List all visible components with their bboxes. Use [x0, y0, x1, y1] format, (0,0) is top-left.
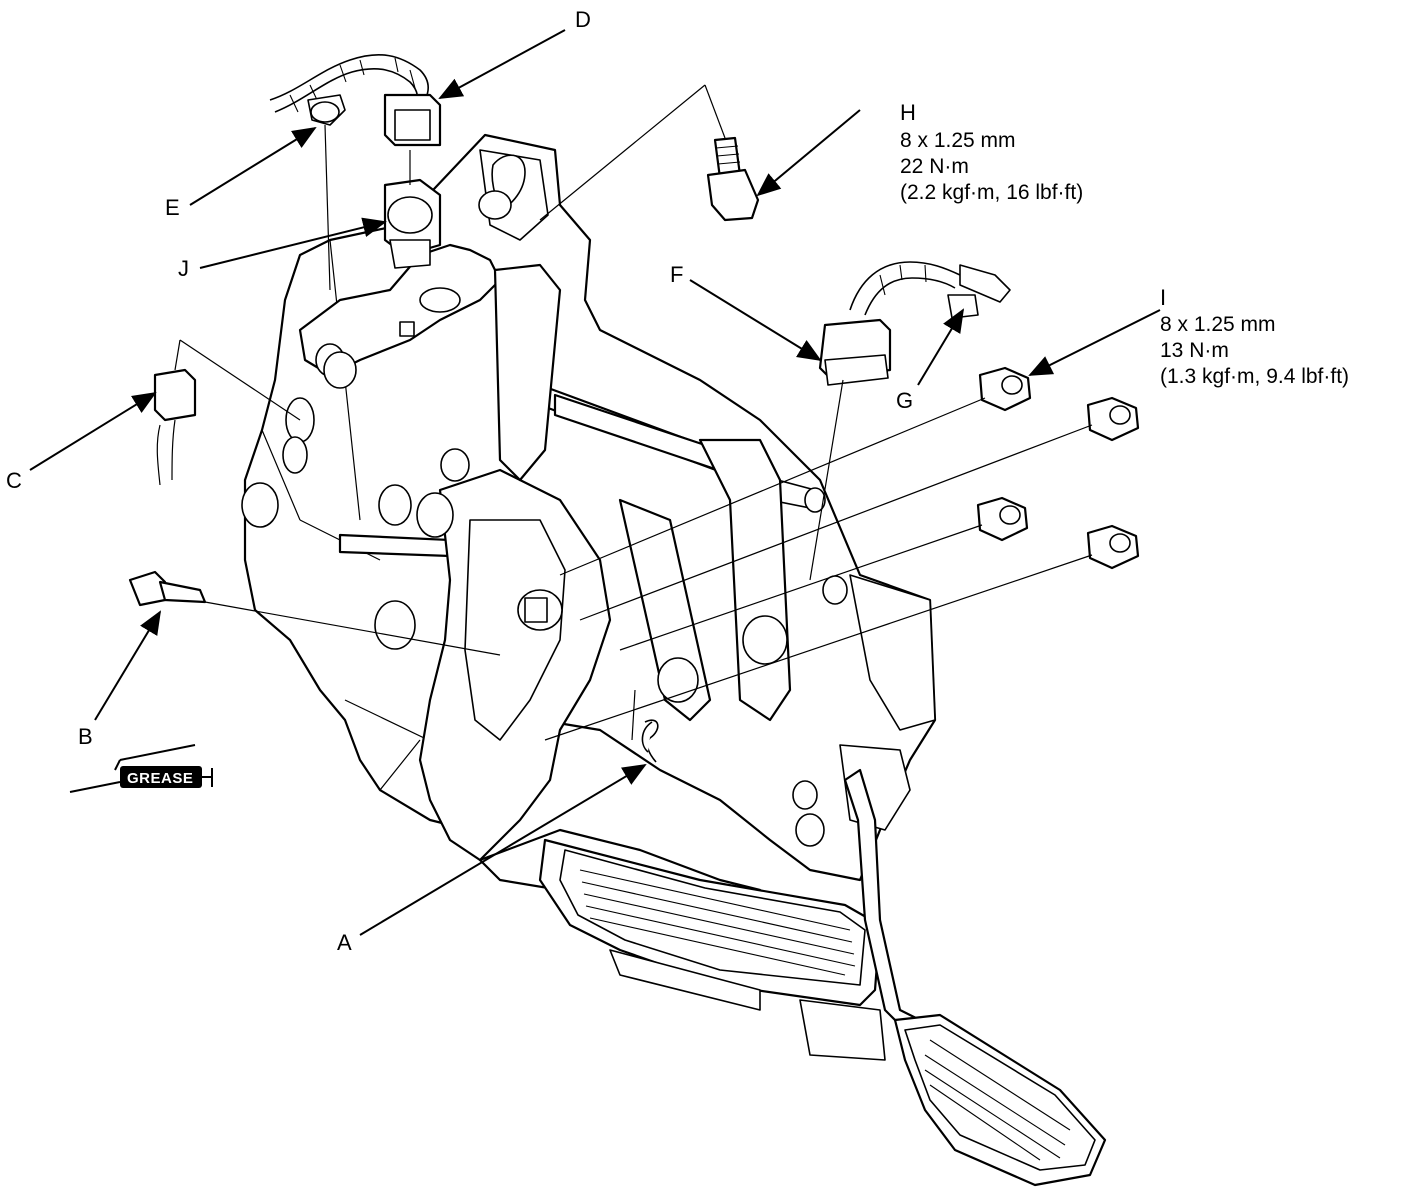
- harness-upper: [269, 54, 430, 126]
- label-F: F: [670, 262, 683, 287]
- pin-B: [128, 570, 207, 607]
- label-A: A: [337, 930, 352, 955]
- label-I: I: [1160, 285, 1166, 310]
- spec-H-size: 8 x 1.25 mm: [900, 129, 1016, 152]
- clip-A: [641, 719, 659, 763]
- connector-D: [383, 93, 442, 147]
- label-E: E: [165, 195, 180, 220]
- spec-I-torque: 13 N·m: [1160, 339, 1229, 362]
- spec-I-size: 8 x 1.25 mm: [1160, 313, 1276, 336]
- label-J: J: [178, 256, 189, 281]
- spec-I-torque-alt: (1.3 kgf·m, 9.4 lbf·ft): [1160, 365, 1349, 388]
- label-D: D: [575, 7, 591, 32]
- callout-labels: A B C D E F G J: [6, 7, 913, 955]
- connector-C: [153, 368, 197, 486]
- label-B: B: [78, 724, 93, 749]
- bolt-H: [706, 136, 760, 222]
- spec-I: I 8 x 1.25 mm 13 N·m (1.3 kgf·m, 9.4 lbf…: [1160, 285, 1349, 388]
- grease-label: GREASE: [127, 770, 193, 787]
- link-bars: [493, 263, 792, 722]
- spec-H-torque-alt: (2.2 kgf·m, 16 lbf·ft): [900, 181, 1083, 204]
- harness-F-G: [818, 261, 1011, 386]
- label-G: G: [896, 388, 913, 413]
- label-C: C: [6, 468, 22, 493]
- bushings: [241, 351, 848, 847]
- grease-symbol: GREASE: [69, 744, 213, 793]
- spec-H-torque: 22 N·m: [900, 155, 969, 178]
- label-H: H: [900, 100, 916, 125]
- switch-J: [383, 178, 442, 269]
- accelerator-pedal: [799, 768, 1107, 1187]
- spec-H: H 8 x 1.25 mm 22 N·m (2.2 kgf·m, 16 lbf·…: [900, 100, 1083, 204]
- leader-lines: [29, 29, 1161, 936]
- brake-pedal-pad: [538, 838, 882, 1011]
- nuts-I: [976, 366, 1140, 570]
- pedal-bracket: [243, 133, 937, 882]
